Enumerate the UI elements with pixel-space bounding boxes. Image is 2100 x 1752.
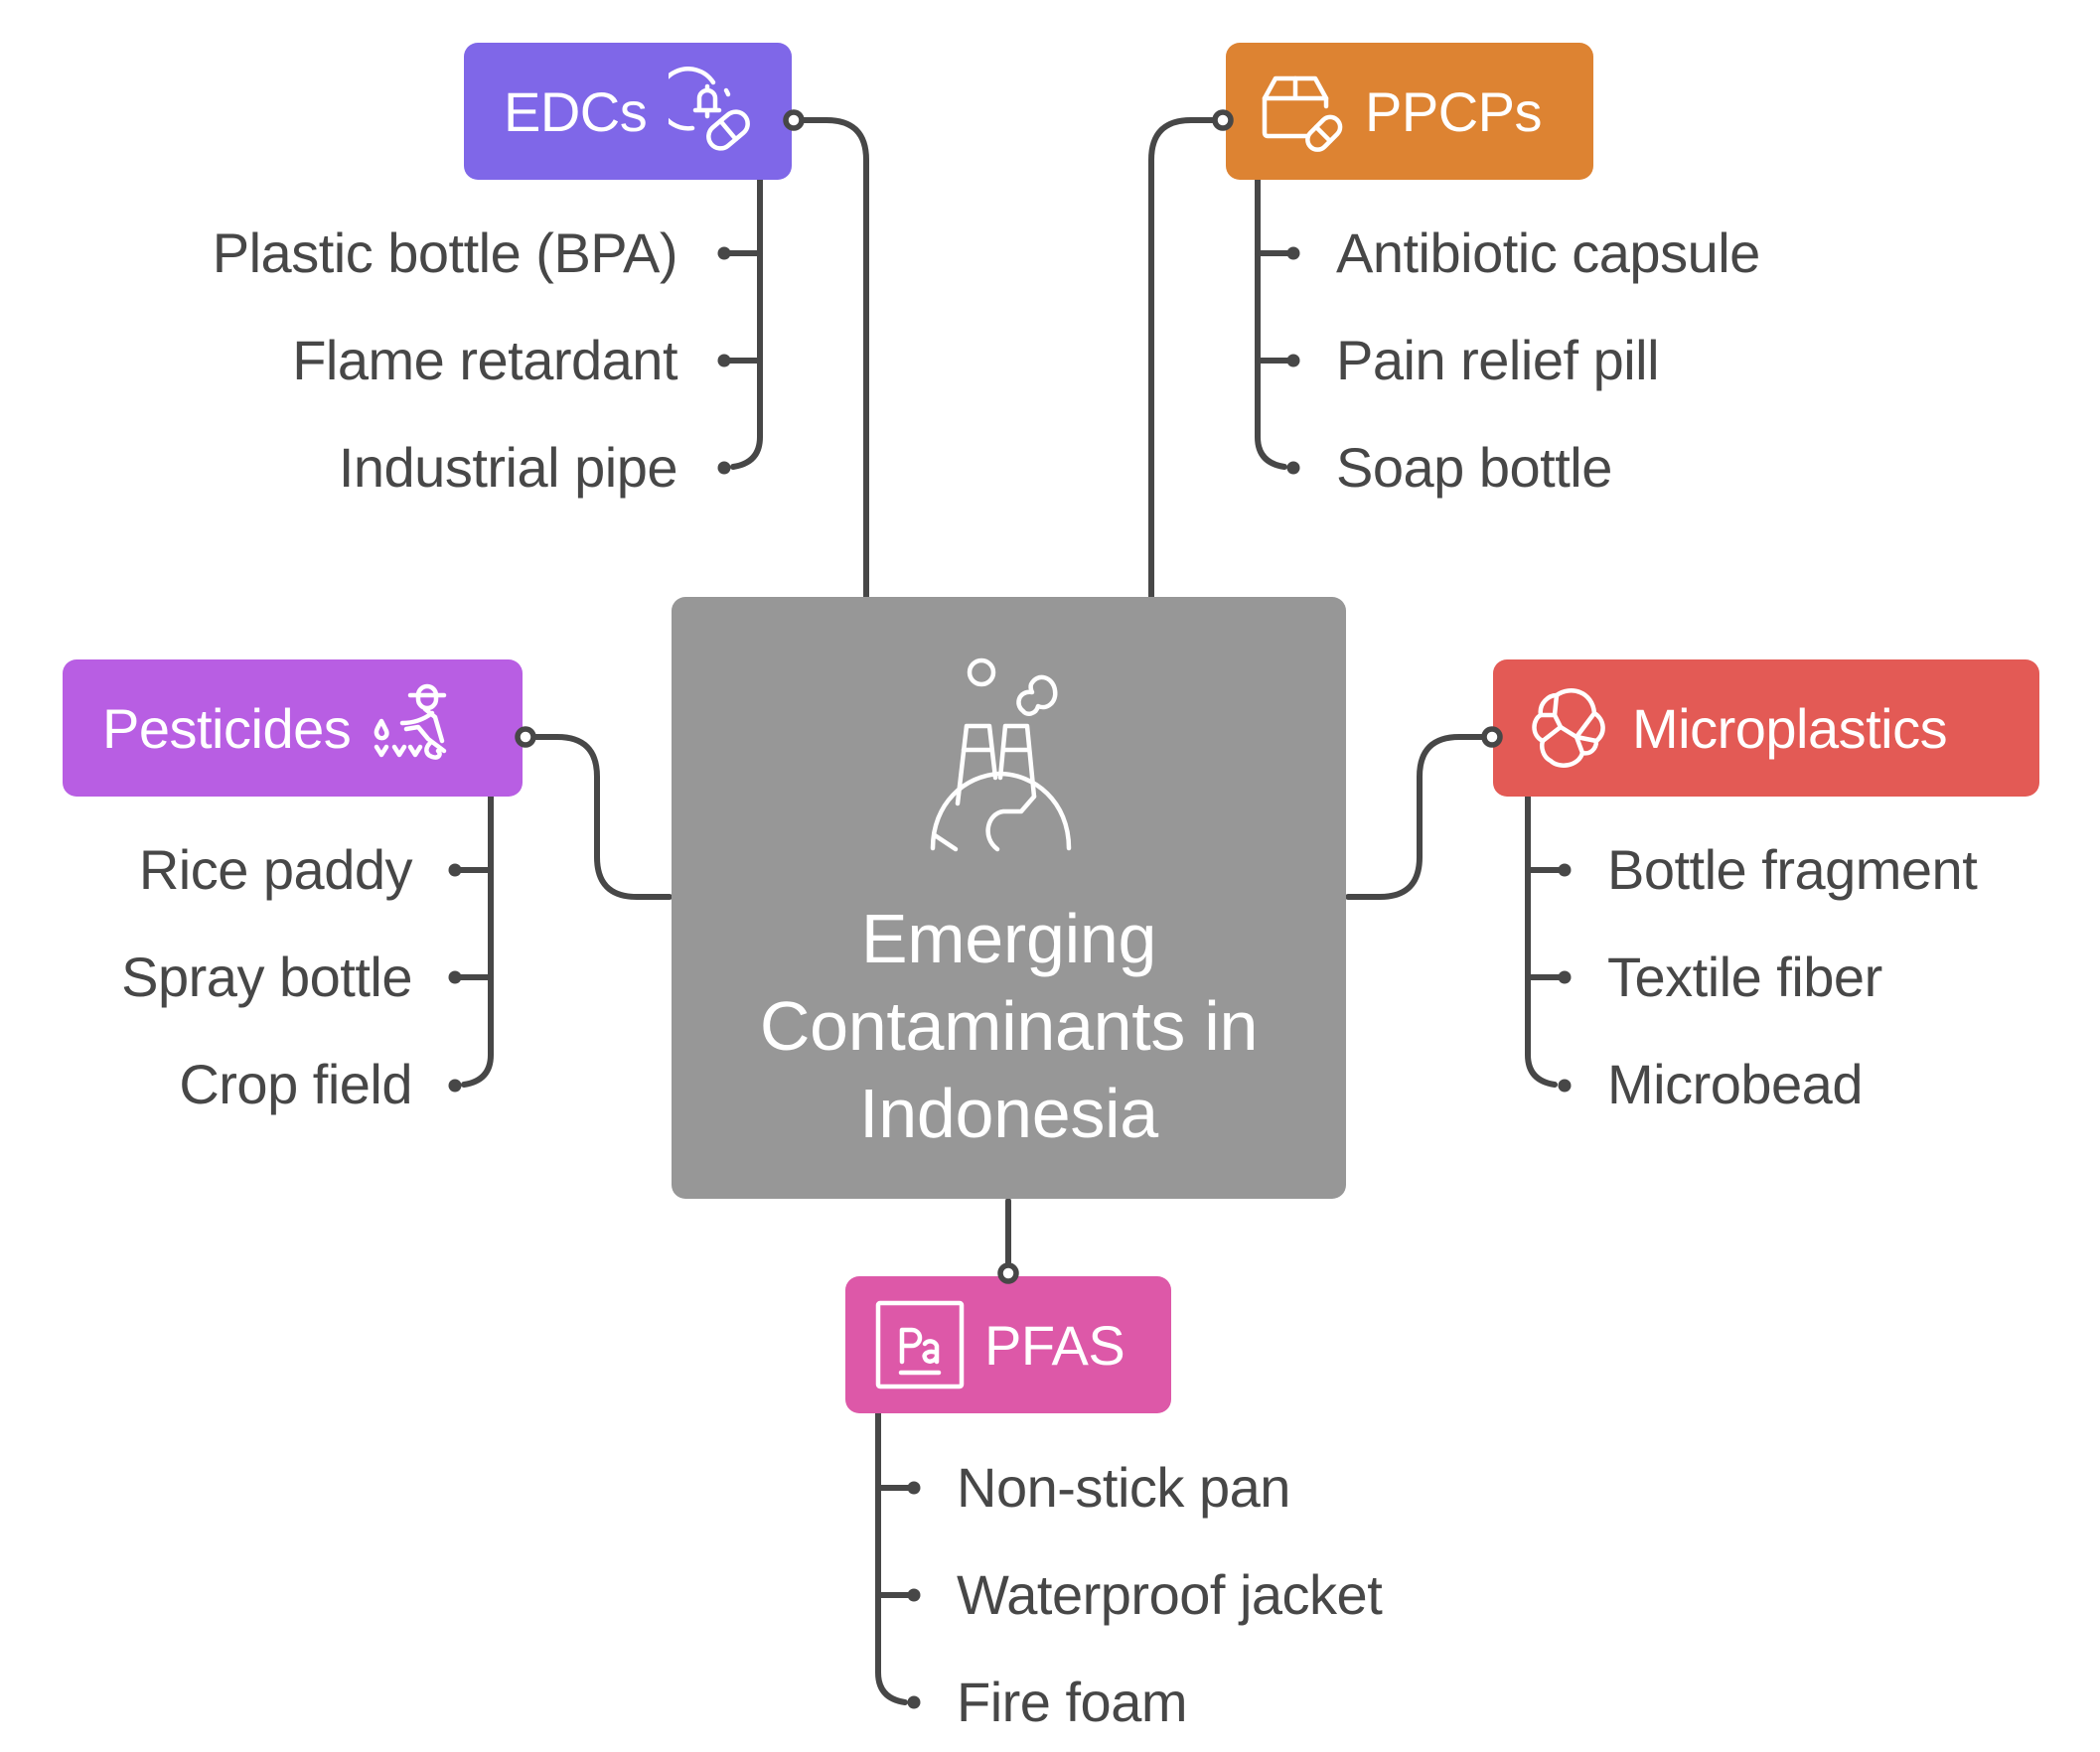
list-item-pfas: Non-stick pan	[957, 1456, 1290, 1519]
list-item-microplastics: Bottle fragment	[1607, 838, 1978, 901]
list-item-pfas: Fire foam	[957, 1671, 1188, 1733]
category-label-ppcps: PPCPs	[1365, 79, 1543, 143]
list-item-pfas: Waterproof jacket	[957, 1563, 1383, 1626]
bullet-dot	[1558, 970, 1572, 984]
list-item-pesticides: Spray bottle	[121, 946, 412, 1008]
connector-ppcps	[1148, 117, 1219, 600]
list-item-pesticides: Rice paddy	[138, 838, 413, 901]
bullet-dot	[907, 1588, 921, 1602]
bracket-pesticides	[461, 794, 494, 1088]
bullet-dot	[717, 354, 731, 367]
list-item-pesticides: Crop field	[179, 1053, 412, 1115]
bullet-dot	[448, 970, 462, 984]
bullet-dot	[448, 863, 462, 877]
category-node-ppcps[interactable]: PPCPs	[1226, 43, 1593, 180]
bullet-dot	[1558, 863, 1572, 877]
bullet-dot	[717, 461, 731, 475]
center-node[interactable]: Emerging Contaminants in Indonesia	[672, 597, 1346, 1199]
category-label-pesticides: Pesticides	[102, 696, 352, 760]
bullet-dot	[1286, 246, 1300, 260]
center-title: Emerging Contaminants in Indonesia	[759, 900, 1259, 1152]
connector-microplastics	[1345, 734, 1488, 900]
list-item-ppcps: Pain relief pill	[1336, 329, 1660, 391]
bullet-dot	[717, 246, 731, 260]
list-item-ppcps: Soap bottle	[1336, 436, 1612, 499]
farmer-spraying-icon	[367, 683, 456, 773]
category-label-edcs: EDCs	[504, 79, 648, 143]
category-node-microplastics[interactable]: Microplastics	[1493, 659, 2039, 797]
bell-pill-icon	[669, 67, 758, 156]
list-item-ppcps: Antibiotic capsule	[1336, 221, 1760, 284]
category-label-microplastics: Microplastics	[1632, 696, 1948, 760]
box-pill-icon	[1256, 67, 1345, 156]
bracket-pfas	[875, 1410, 908, 1705]
bullet-dot	[907, 1481, 921, 1495]
bracket-microplastics	[1525, 794, 1558, 1088]
category-label-pfas: PFAS	[984, 1313, 1125, 1377]
category-node-edcs[interactable]: EDCs	[464, 43, 792, 180]
bullet-dot	[1286, 461, 1300, 475]
list-item-edcs: Flame retardant	[292, 329, 677, 391]
bracket-ppcps	[1255, 177, 1287, 470]
connector-pesticides	[529, 734, 673, 900]
factory-pollution-icon	[930, 655, 1089, 853]
periodic-element-pa-icon	[875, 1300, 965, 1389]
bullet-dot	[1558, 1079, 1572, 1093]
bullet-dot	[907, 1695, 921, 1709]
bracket-edcs	[730, 177, 763, 470]
bullet-dot	[448, 1079, 462, 1093]
connector-edcs	[798, 117, 869, 600]
category-node-pesticides[interactable]: Pesticides	[63, 659, 523, 797]
list-item-microplastics: Microbead	[1607, 1053, 1863, 1115]
list-item-edcs: Plastic bottle (BPA)	[212, 221, 678, 284]
particle-cluster-icon	[1523, 683, 1612, 773]
list-item-microplastics: Textile fiber	[1607, 946, 1882, 1008]
list-item-edcs: Industrial pipe	[338, 436, 678, 499]
category-node-pfas[interactable]: PFAS	[845, 1276, 1171, 1413]
bullet-dot	[1286, 354, 1300, 367]
